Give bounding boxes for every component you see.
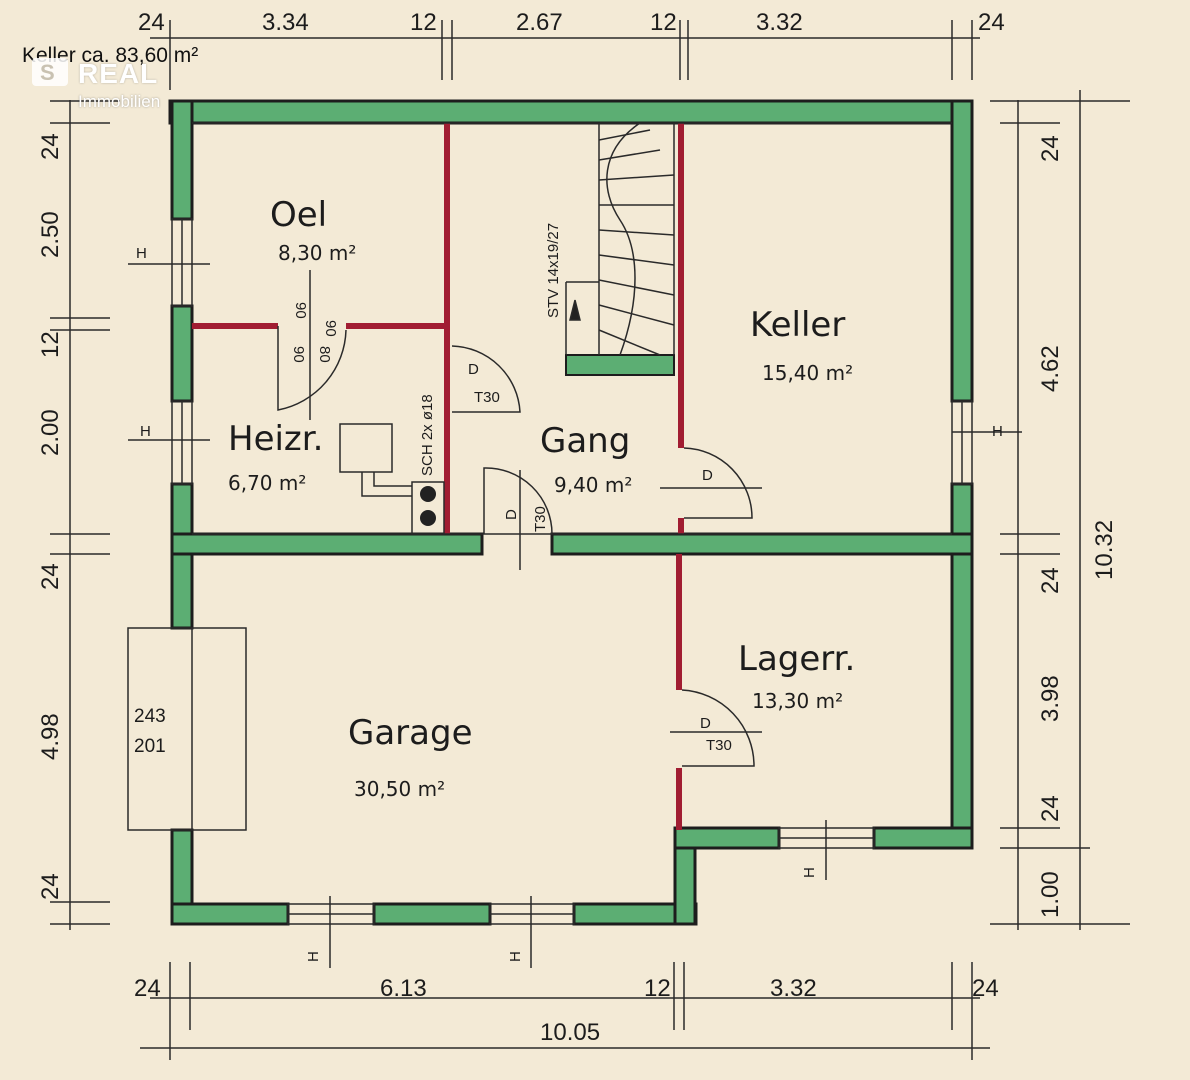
room-area-heizr: 6,70 m² xyxy=(228,471,306,495)
dim-top-5: 12 xyxy=(650,9,677,36)
s-real-logo-icon: S xyxy=(32,58,68,86)
room-name-gang: Gang xyxy=(540,421,630,461)
dim-left-2: 2.50 xyxy=(37,211,64,258)
windows xyxy=(128,218,1022,968)
dim-top-2: 3.34 xyxy=(262,9,309,36)
dim-bottom-4: 3.32 xyxy=(770,975,817,1002)
dim-left-5: 24 xyxy=(37,563,64,590)
room-area-lagerr: 13,30 m² xyxy=(752,689,843,713)
dim-left-4: 2.00 xyxy=(37,409,64,456)
interior-walls xyxy=(192,122,952,830)
window-label-keller: H xyxy=(992,423,1003,440)
chimney-label: SCH 2x ø18 xyxy=(419,394,436,476)
room-name-lagerr: Lagerr. xyxy=(738,639,855,679)
chimney-flue-2 xyxy=(420,510,436,526)
room-name-garage: Garage xyxy=(348,713,473,753)
heater xyxy=(339,423,445,535)
chimney-flue-1 xyxy=(420,486,436,502)
window-label-oel: H xyxy=(136,245,147,262)
dim-right-3: 24 xyxy=(1037,567,1064,594)
dim-right-6: 1.00 xyxy=(1037,871,1064,918)
dimension-lines xyxy=(50,20,1130,1060)
window-label-garage-1: H xyxy=(305,951,322,962)
garage-door xyxy=(127,627,247,831)
dim-bottom-total: 10.05 xyxy=(540,1019,600,1046)
room-labels: Oel 8,30 m² Heizr. 6,70 m² Gang 9,40 m² … xyxy=(228,195,855,801)
door-t30-gang: T30 xyxy=(474,389,500,406)
room-area-keller: 15,40 m² xyxy=(762,361,853,385)
window-label-heizr: H xyxy=(140,423,151,440)
room-area-garage: 30,50 m² xyxy=(354,777,445,801)
dim-bottom-2: 6.13 xyxy=(380,975,427,1002)
dim-left-3: 12 xyxy=(37,331,64,358)
dims-bottom: 24 6.13 12 3.32 24 10.05 xyxy=(134,975,999,1046)
door-d-lagerr: D xyxy=(700,715,711,732)
door-t30-garage: T30 xyxy=(532,506,549,532)
garage-door-height: 201 xyxy=(134,736,166,757)
door-heiz-height: 80 xyxy=(316,346,333,363)
room-area-oel: 8,30 m² xyxy=(278,241,356,265)
door-heiz-width: 90 xyxy=(290,346,307,363)
dim-bottom-5: 24 xyxy=(972,975,999,1002)
dim-left-6: 4.98 xyxy=(37,713,64,760)
dim-top-6: 3.32 xyxy=(756,9,803,36)
door-d-gang: D xyxy=(468,361,479,378)
room-name-keller: Keller xyxy=(750,305,845,345)
door-oel-width: 90 xyxy=(292,302,309,319)
dims-top: 24 3.34 12 2.67 12 3.32 24 xyxy=(138,9,1005,36)
dim-left-7: 24 xyxy=(37,873,64,900)
dim-bottom-1: 24 xyxy=(134,975,161,1002)
room-area-gang: 9,40 m² xyxy=(554,473,632,497)
staircase xyxy=(565,122,675,376)
dim-top-7: 24 xyxy=(978,9,1005,36)
dim-right-5: 24 xyxy=(1037,795,1064,822)
window-labels: H H H H H H xyxy=(136,245,1003,962)
svg-text:S: S xyxy=(40,60,55,85)
dims-right: 24 4.62 24 3.98 24 1.00 10.32 xyxy=(1037,135,1118,918)
dim-right-1: 24 xyxy=(1037,135,1064,162)
dim-right-2: 4.62 xyxy=(1037,345,1064,392)
door-labels: D T30 D T30 D D T30 90 90 90 80 xyxy=(290,302,732,754)
dims-left: 24 2.50 12 2.00 24 4.98 24 xyxy=(37,133,64,900)
door-d-keller: D xyxy=(702,467,713,484)
doors xyxy=(277,270,762,767)
garage-door-width: 243 xyxy=(134,706,166,727)
dim-left-1: 24 xyxy=(37,133,64,160)
window-label-lagerr: H xyxy=(801,867,818,878)
door-t30-lagerr: T30 xyxy=(706,737,732,754)
dim-right-4: 3.98 xyxy=(1037,675,1064,722)
door-oel-height: 90 xyxy=(322,320,339,337)
watermark-brand: REAL xyxy=(78,58,159,89)
dim-top-3: 12 xyxy=(410,9,437,36)
dim-bottom-3: 12 xyxy=(644,975,671,1002)
room-name-heizr: Heizr. xyxy=(228,419,323,459)
window-label-garage-2: H xyxy=(507,951,524,962)
stair-label: STV 14x19/27 xyxy=(545,223,562,318)
room-name-oel: Oel xyxy=(270,195,327,235)
dim-top-4: 2.67 xyxy=(516,9,563,36)
dim-top-1: 24 xyxy=(138,9,165,36)
watermark-sub: Immobilien xyxy=(78,92,161,111)
dim-right-total: 10.32 xyxy=(1091,520,1118,580)
exterior-walls xyxy=(168,99,974,926)
door-d-garage: D xyxy=(503,509,520,520)
